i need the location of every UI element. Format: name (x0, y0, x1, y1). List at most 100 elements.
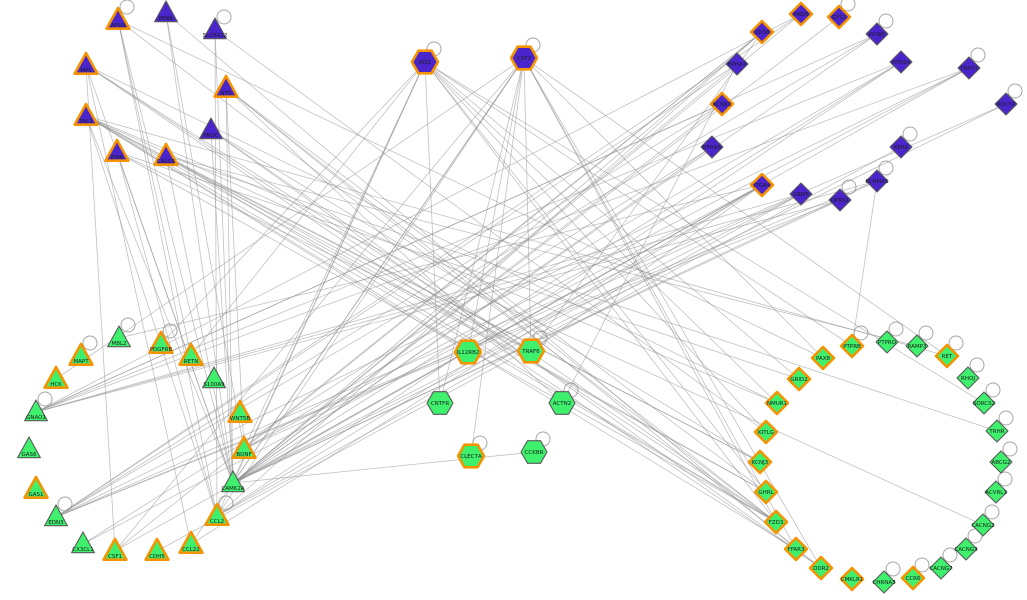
node-grm5[interactable] (789, 182, 813, 206)
node-retn[interactable] (178, 342, 204, 366)
node-nts[interactable] (213, 74, 239, 98)
edge-csf2-csf1 (114, 57, 525, 552)
node-kcnma1[interactable] (865, 169, 889, 193)
node-drd5[interactable] (788, 1, 814, 27)
self-loop-gys2 (840, 0, 856, 12)
node-ffar3[interactable] (783, 536, 809, 562)
node-ptprb[interactable] (839, 333, 865, 359)
self-loop-adcy2 (1007, 83, 1023, 99)
node-gnao1[interactable] (24, 399, 48, 422)
edge-tac1-camk2a (85, 115, 234, 484)
node-oprk1[interactable] (828, 188, 852, 212)
node-kcnj3[interactable] (747, 449, 773, 475)
edge-kcnma1-ptprb (851, 180, 878, 347)
node-clec7a[interactable] (456, 443, 486, 469)
edge-cd38-csf1 (114, 31, 763, 552)
node-pax8[interactable] (810, 345, 836, 371)
node-trpv1[interactable] (957, 56, 981, 80)
edge-irs1-ghrl (424, 61, 767, 493)
node-camk2a[interactable] (221, 470, 245, 493)
edge-tac1-ccl2 (85, 115, 218, 517)
edge-csf2-hck (55, 57, 525, 380)
node-apln[interactable] (105, 6, 131, 30)
node-cntfr[interactable] (426, 391, 454, 415)
edge-itga4-traf6 (530, 184, 763, 352)
node-trhr[interactable] (985, 419, 1009, 443)
node-actn2[interactable] (548, 391, 576, 415)
node-s100a9[interactable] (202, 366, 226, 389)
node-csf2[interactable] (509, 45, 539, 71)
node-penk[interactable] (154, 0, 178, 23)
node-ccr6[interactable] (900, 565, 926, 591)
node-ddr2[interactable] (808, 555, 834, 581)
node-htr2a[interactable] (889, 50, 913, 74)
node-abcg2[interactable] (989, 450, 1013, 474)
edge-pnoc-fzd3 (210, 129, 777, 523)
node-ccl2[interactable] (204, 502, 230, 526)
node-adcy2[interactable] (994, 92, 1018, 116)
self-loop-slc6a12 (216, 9, 232, 25)
edge-csf2-cntfr (439, 57, 525, 404)
node-tac1[interactable] (73, 102, 99, 126)
self-loop-apln (119, 0, 135, 15)
node-mpl[interactable] (73, 51, 99, 75)
edge-nts-actn2 (225, 87, 563, 404)
node-cacng7[interactable] (929, 556, 953, 580)
node-pnoc[interactable] (199, 117, 223, 140)
node-epha7[interactable] (725, 52, 749, 76)
node-kitlg[interactable] (753, 419, 779, 445)
node-nmur1[interactable] (764, 390, 790, 416)
edge-grm5-gnao1 (35, 193, 802, 413)
node-kera[interactable] (889, 135, 913, 159)
node-traf6[interactable] (516, 338, 546, 364)
node-cx3cl1[interactable] (71, 531, 95, 554)
node-gas1[interactable] (23, 475, 49, 499)
node-rhoj[interactable] (956, 366, 980, 390)
edge-adcy2-camk2a (232, 103, 1007, 484)
node-csf1[interactable] (102, 537, 128, 561)
node-cacng2[interactable] (971, 513, 995, 537)
node-calca[interactable] (153, 142, 179, 166)
node-mapt[interactable] (68, 342, 94, 366)
node-il12rb2[interactable] (453, 339, 483, 365)
edge-itga4-cx3cl1 (82, 184, 763, 545)
node-pdgfrb[interactable] (148, 330, 174, 354)
self-loop-chrna3 (885, 561, 901, 577)
node-irs1[interactable] (410, 49, 440, 75)
node-slc6a12[interactable] (203, 17, 227, 40)
node-itga4[interactable] (749, 172, 775, 198)
node-grid2[interactable] (786, 366, 812, 392)
node-epha5[interactable] (700, 135, 724, 159)
node-mbl2[interactable] (107, 325, 131, 348)
node-ramp3[interactable] (905, 334, 929, 358)
edge-kcnk3-gnao1 (35, 103, 723, 413)
edge-calca-ramp3 (165, 155, 918, 347)
node-emb[interactable] (104, 138, 130, 162)
node-edn3[interactable] (44, 504, 68, 527)
self-loop-oprk1 (841, 179, 857, 195)
node-gys2[interactable] (826, 4, 852, 30)
node-kcnk3[interactable] (709, 91, 735, 117)
self-loop-ptprb (853, 325, 869, 341)
node-ret[interactable] (934, 343, 960, 369)
node-gas6[interactable] (17, 436, 41, 459)
node-ccl22[interactable] (178, 530, 204, 554)
node-ghrl[interactable] (753, 479, 779, 505)
edge-mpl-ccl22 (85, 64, 192, 545)
node-cd38[interactable] (749, 19, 775, 45)
node-kcnj5[interactable] (865, 22, 889, 46)
node-sorcs2[interactable] (972, 391, 996, 415)
node-hck[interactable] (43, 365, 69, 389)
node-cmklr1[interactable] (839, 566, 865, 592)
node-chrna3[interactable] (872, 570, 896, 594)
node-cacng3[interactable] (954, 537, 978, 561)
node-cdh5[interactable] (144, 537, 170, 561)
node-acvrl1[interactable] (984, 480, 1008, 504)
node-wnt5b[interactable] (227, 399, 253, 423)
node-cckbr[interactable] (520, 440, 548, 464)
edge-epha7-edn3 (55, 63, 738, 518)
node-ptpro[interactable] (875, 330, 899, 354)
node-bdnf[interactable] (231, 435, 257, 459)
edge-kcnj5-edn3 (55, 33, 878, 518)
node-fzd3[interactable] (763, 509, 789, 535)
